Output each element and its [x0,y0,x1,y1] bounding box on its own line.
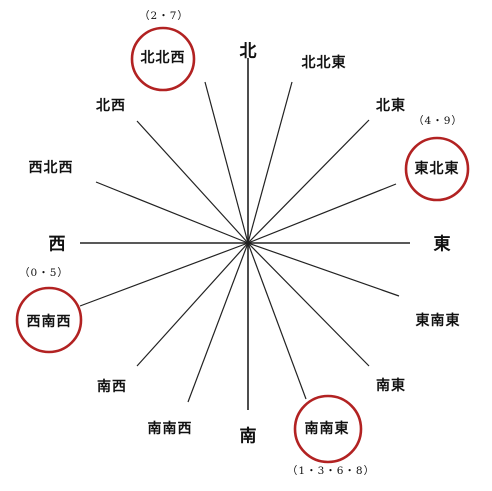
direction-label-sw: 南西 [97,379,127,395]
direction-label-se: 南東 [376,378,406,394]
ray-nnw [204,81,249,244]
ray-nw [136,120,249,244]
ray-se [247,242,370,367]
highlight-circle-wsw [15,286,83,354]
highlight-circle-nnw [130,26,196,92]
direction-label-e: 東 [433,234,451,255]
direction-label-nne: 北北東 [301,55,347,71]
ray-ssw [187,242,249,403]
ray-sse [247,242,307,400]
number-note-wsw: （0・5） [19,266,69,279]
direction-label-ssw: 南南西 [147,421,193,437]
ray-ne [247,119,370,244]
number-note-nnw: （2・7） [139,9,189,22]
number-note-ene: （4・9） [413,114,463,127]
direction-label-nw: 北西 [96,98,126,114]
direction-label-ene: 東北東 [414,161,460,177]
direction-label-n: 北 [239,41,257,62]
ray-ese [247,242,400,297]
ray-ene [247,183,397,244]
ray-sw [136,242,249,367]
direction-label-s: 南 [239,426,257,447]
ray-nne [247,81,293,244]
number-note-sse: （1・3・6・8） [286,464,376,477]
direction-label-wnw: 西北西 [28,160,74,176]
ray-wnw [95,181,249,244]
direction-label-nnw: 北北西 [140,50,186,66]
direction-label-sse: 南南東 [304,421,350,437]
direction-label-ese: 東南東 [415,313,461,329]
direction-label-wsw: 西南西 [26,314,72,330]
highlight-circle-sse [293,394,363,464]
ray-wsw [79,242,249,307]
highlight-circles [15,26,470,464]
direction-label-ne: 北東 [376,98,406,114]
highlight-circle-ene [404,136,470,202]
compass-rays [79,58,410,410]
direction-label-w: 西 [48,234,66,255]
